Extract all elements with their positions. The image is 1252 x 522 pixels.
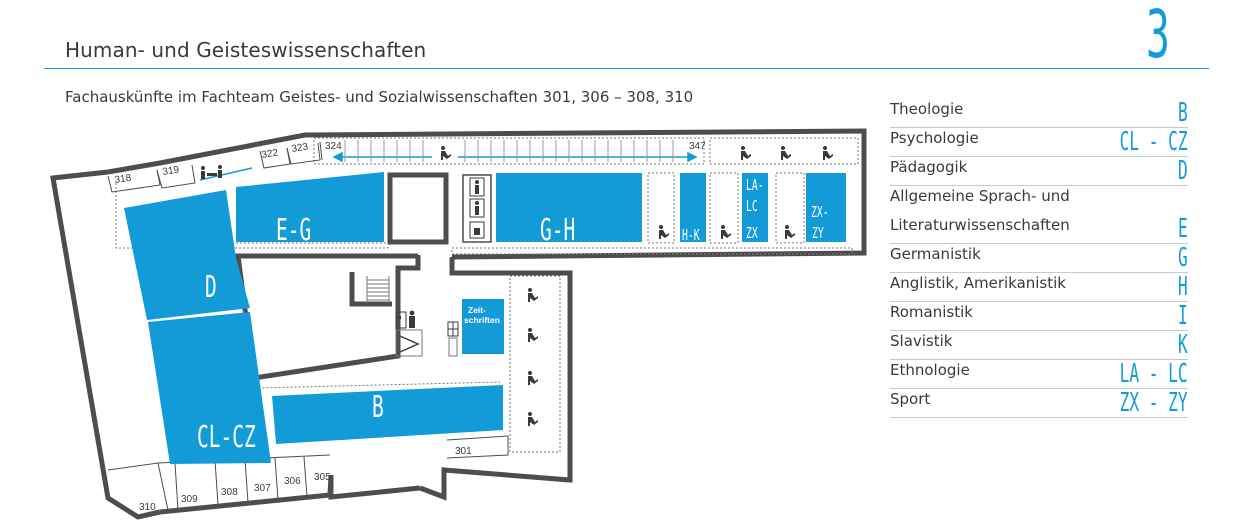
area-zeitschriften [462, 299, 504, 354]
area-label-gh: G-H [540, 213, 575, 247]
legend-label: Anglistik, Amerikanistik [890, 274, 1066, 292]
legend-row: Allgemeine Sprach- und Literaturwissensc… [890, 186, 1188, 244]
corridor-arrows [199, 151, 698, 181]
room-309: 309 [181, 494, 198, 505]
group-table-icon [201, 165, 222, 179]
courtyard-walls [235, 253, 421, 381]
area-label-hk: H-K [682, 226, 700, 244]
floor-number: 3 [1146, 0, 1170, 73]
legend-row: Germanistik G [890, 244, 1188, 273]
legend-code: H [1178, 272, 1188, 302]
area-label-la: LA- [746, 176, 764, 194]
room-322: 322 [261, 147, 280, 161]
legend-row: Slavistik K [890, 331, 1188, 360]
legend-row: Anglistik, Amerikanistik H [890, 273, 1188, 302]
elevator-core [387, 172, 449, 245]
room-310: 310 [139, 502, 156, 513]
room-301: 301 [455, 446, 472, 457]
small-rooms-top-left [107, 141, 323, 193]
legend-label: Slavistik [890, 332, 953, 350]
area-h-k [680, 173, 706, 242]
stairs-icon [366, 276, 390, 303]
subtitle: Fachauskünfte im Fachteam Geistes- und S… [65, 88, 694, 106]
legend-row: Ethnologie LA - LC [890, 360, 1188, 389]
legend-row: Theologie B [890, 99, 1188, 128]
legend-label: Theologie [890, 100, 964, 118]
area-g-h [496, 173, 642, 242]
legend-label: Psychologie [890, 129, 979, 147]
area-d [124, 190, 250, 320]
reader-icons [441, 146, 833, 426]
page-title: Human- und Geisteswissenschaften [65, 38, 427, 62]
area-la-lc [742, 173, 768, 242]
area-label-zx2: ZX- [811, 203, 829, 221]
legend-code: G [1178, 243, 1188, 273]
catalog-icon [447, 321, 459, 357]
room-323: 323 [291, 141, 310, 155]
area-label-clcz: CL-CZ [197, 420, 256, 454]
area-label-zy: ZY [812, 224, 824, 242]
legend-code: B [1178, 98, 1188, 128]
legend-code: D [1178, 156, 1188, 186]
floor-plan: E-G G-H D CL-CZ B H-K LA- LC ZX ZX- ZY Z… [50, 128, 867, 520]
area-label-zeit2: schriften [464, 315, 500, 325]
room-308: 308 [221, 487, 238, 498]
legend-row: Pädagogik D [890, 157, 1188, 186]
area-zx-zy [806, 173, 846, 242]
outer-walls [50, 128, 867, 520]
elevator-icon [469, 177, 485, 239]
room-318: 318 [114, 173, 132, 186]
room-307: 307 [254, 483, 271, 494]
area-e-g [236, 172, 384, 242]
legend-label: Romanistik [890, 303, 973, 321]
area-label-zeit1: Zeit- [468, 305, 486, 315]
legend-code: E [1178, 214, 1188, 244]
legend-label: Pädagogik [890, 158, 968, 176]
subject-legend: Theologie B Psychologie CL - CZ Pädagogi… [890, 99, 1188, 418]
legend-label-line2: Literaturwissenschaften [890, 216, 1070, 234]
room-324: 324 [325, 141, 342, 152]
room-305: 305 [314, 472, 331, 483]
room-319: 319 [162, 164, 181, 178]
legend-label: Allgemeine Sprach- und Literaturwissensc… [890, 182, 1070, 243]
legend-code: ZX - ZY [1120, 388, 1188, 418]
area-label-b: B [372, 390, 384, 424]
area-label-zx: ZX [746, 224, 758, 242]
area-clcz [148, 312, 271, 464]
legend-row: Romanistik I [890, 302, 1188, 331]
legend-label: Ethnologie [890, 361, 970, 379]
room-347: 347 [689, 141, 706, 152]
area-label-eg: E-G [276, 213, 311, 247]
legend-code: LA - LC [1120, 359, 1188, 389]
room-306: 306 [284, 476, 301, 487]
ramp-icon [395, 329, 423, 357]
legend-label: Germanistik [890, 245, 981, 263]
header-divider [44, 68, 1209, 69]
service-block [462, 174, 492, 243]
area-label-lc: LC [746, 197, 758, 215]
area-b [272, 385, 503, 444]
legend-label: Sport [890, 390, 931, 408]
legend-code: I [1178, 301, 1188, 331]
area-label-d: D [205, 270, 217, 304]
legend-row: Sport ZX - ZY [890, 389, 1188, 418]
legend-label-line1: Allgemeine Sprach- und [890, 187, 1070, 205]
copier-icon [395, 310, 415, 329]
legend-code: K [1178, 330, 1188, 360]
corridor-ticks [344, 140, 674, 162]
legend-code: CL - CZ [1120, 127, 1188, 157]
legend-row: Psychologie CL - CZ [890, 128, 1188, 157]
shelf-areas [124, 172, 846, 464]
